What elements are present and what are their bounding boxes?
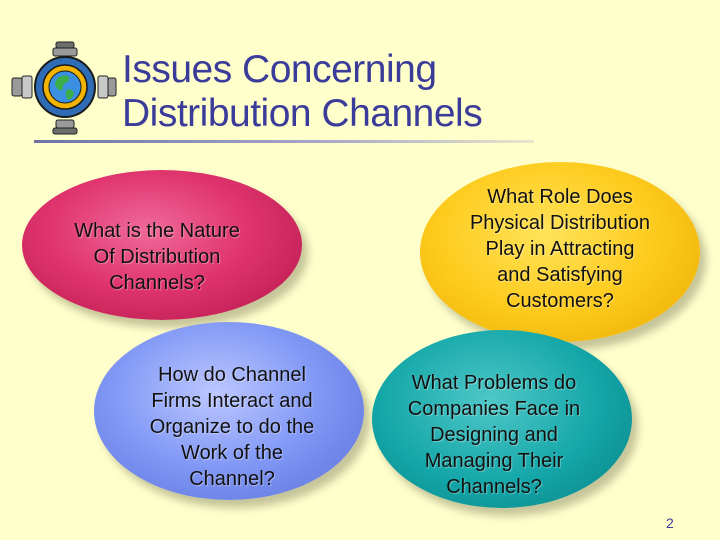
globe-icon	[11, 41, 117, 135]
bubble-nature-text: What is the Nature Of Distribution Chann…	[74, 220, 240, 294]
title-line-1: Issues Concerning	[122, 48, 437, 91]
bubble-problems	[372, 330, 632, 508]
title-line-2: Distribution Channels	[122, 92, 483, 135]
bubble-nature	[22, 170, 302, 320]
bubble-interact	[94, 322, 364, 500]
bubble-role	[420, 162, 700, 342]
slide-title: Issues Concerning Distribution Channels	[122, 48, 483, 136]
bubble-interact-text: How do Channel Firms Interact and Organi…	[149, 364, 315, 490]
bubble-problems-text: What Problems do Companies Face in Desig…	[407, 372, 581, 498]
page-number: 2	[666, 515, 674, 531]
bubble-role-text: What Role Does Physical Distribution Pla…	[469, 186, 651, 312]
title-underline	[34, 140, 534, 143]
